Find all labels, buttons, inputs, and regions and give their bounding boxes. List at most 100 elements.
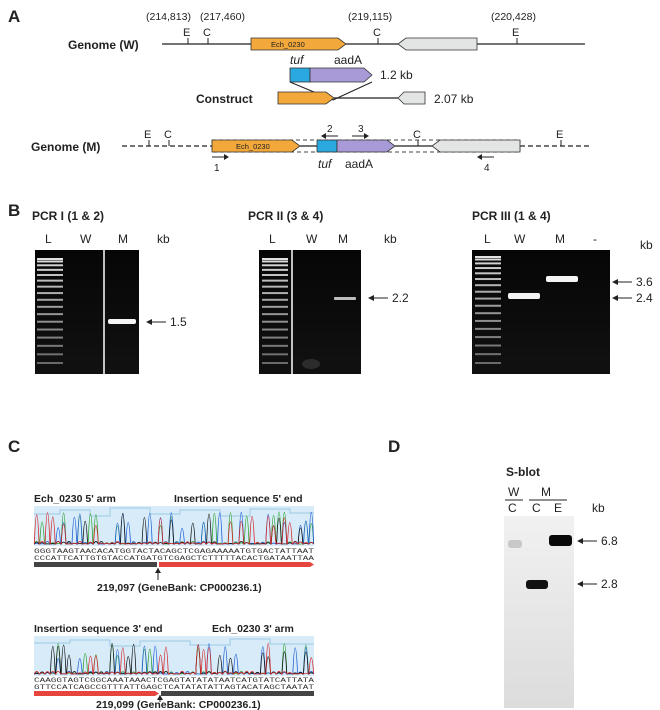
svg-text:E: E [556, 129, 563, 141]
chrom1-quality-bg [34, 506, 314, 546]
blot-lane-2: C [532, 501, 541, 515]
aadA-label-m: aadA [345, 157, 373, 171]
ladder-band [475, 267, 501, 270]
gel2-band-M [334, 297, 356, 300]
aadA-label-top: aadA [334, 53, 362, 67]
ladder-band [262, 298, 288, 301]
blot-marker-arrow-1 [577, 538, 597, 544]
svg-text:C: C [413, 129, 421, 141]
gel1-unit: kb [157, 232, 170, 246]
gel2-smear-W [302, 359, 320, 369]
ladder-band [37, 279, 63, 282]
svg-text:E: E [144, 129, 151, 141]
gel1-ladder [37, 258, 63, 364]
blot-band-M-E [549, 535, 572, 546]
ladder-band [37, 362, 63, 364]
blot-marker-arrow-2 [577, 581, 597, 587]
blot-group-M: M [541, 485, 551, 499]
svg-text:C: C [164, 129, 172, 141]
ladder-band [37, 344, 63, 347]
panel-a-label: A [8, 7, 20, 26]
chrom1-seq2: CCCATTCATTGTGTACCATGATGTCGAGCTCTTTTTACAC… [34, 555, 314, 562]
ladder-band [262, 320, 288, 323]
ladder-band [475, 327, 501, 330]
gel3-lane-M: M [555, 232, 565, 246]
chrom2-quality-bg [34, 636, 314, 676]
ladder-band [262, 258, 288, 260]
crossover-line-2 [332, 81, 373, 101]
gel2-lane-M: M [338, 232, 348, 246]
ladder-band [475, 312, 501, 315]
blot-marker-2: 2.8 [601, 577, 618, 591]
blot-band-M-C [526, 580, 548, 589]
gel3-marker-arrow-2 [612, 295, 632, 301]
gel3-lane-L: L [484, 232, 491, 246]
blot-group-W: W [508, 485, 520, 499]
chrom2-position: 219,099 (GeneBank: CP000236.1) [96, 699, 261, 710]
ladder-band [262, 285, 288, 288]
grey-gene-w [397, 37, 478, 51]
ladder-band [37, 260, 63, 263]
coord-4: (220,428) [491, 11, 536, 23]
gel3-lane-neg: - [593, 232, 597, 246]
ladder-band [475, 353, 501, 356]
gel1-lane-M: M [118, 232, 128, 246]
ladder-band [475, 362, 501, 364]
ladder-band [262, 264, 288, 267]
ladder-band [475, 290, 501, 293]
ladder-band [262, 328, 288, 331]
primer-2-arrow: 2 [321, 124, 338, 139]
chrom1-seq1: GGGTAAGTAACACATGGTACTACAGCTCGAGAAAAATGTG… [34, 548, 314, 555]
ladder-band [37, 258, 63, 260]
ladder-band [475, 278, 501, 281]
svg-text:3: 3 [358, 124, 364, 135]
chrom1-left-title: Ech_0230 5' arm [34, 493, 116, 505]
ladder-band [37, 320, 63, 323]
chrom2-bar-insert [34, 691, 159, 696]
blot-band-W-C [508, 540, 522, 548]
gel3-lane-W: W [514, 232, 526, 246]
chrom2-quality-line [34, 638, 314, 647]
gel1-marker-arrow [146, 319, 166, 325]
genome-w-label: Genome (W) [68, 38, 139, 52]
ladder-band [37, 264, 63, 267]
gel1-image [35, 250, 139, 374]
ladder-band [475, 304, 501, 307]
blot-title: S-blot [506, 465, 540, 479]
gel2-lane-W: W [306, 232, 318, 246]
ladder-band [475, 262, 501, 265]
ladder-band [37, 305, 63, 308]
ladder-band [37, 298, 63, 301]
ladder-band [475, 344, 501, 347]
svg-text:4: 4 [484, 163, 490, 174]
gel2-lane-L: L [269, 232, 276, 246]
tuf-block-insert [289, 67, 311, 83]
construct-size: 2.07 kb [434, 92, 474, 106]
gel2-marker-arrow [368, 295, 388, 301]
panel-c-label: C [8, 437, 20, 456]
construct-label: Construct [196, 92, 253, 106]
gel1-title: PCR I (1 & 2) [32, 209, 104, 223]
aadA-block-insert [309, 67, 373, 83]
chrom2-seq2: GTTCCATCAGCCGTTTATTGAGCTCATATATATTAGTACA… [34, 684, 314, 691]
ech0230-label-w: Ech_0230 [271, 40, 305, 49]
ladder-band [475, 284, 501, 287]
svg-text:2: 2 [327, 124, 333, 135]
gel2-ladder [262, 258, 288, 364]
ladder-band [475, 258, 501, 261]
gel2-image [259, 250, 361, 374]
ladder-band [37, 274, 63, 277]
chrom2-junction-arrow [157, 695, 163, 702]
chrom2-right-title: Ech_0230 3' arm [212, 623, 294, 635]
chrom1-traces [33, 511, 315, 545]
svg-text:E: E [512, 27, 519, 39]
genome-w-sites: E C C E [183, 27, 519, 44]
svg-text:E: E [183, 27, 190, 39]
ladder-band [37, 328, 63, 331]
gel2-title: PCR II (3 & 4) [248, 209, 323, 223]
genome-m-sites: E C C E [144, 129, 563, 146]
chrom1-bar-insert [159, 562, 314, 567]
chromatogram-trace [33, 512, 315, 545]
coord-2: (217,460) [200, 11, 245, 23]
chrom1-bar-genome [34, 562, 157, 567]
